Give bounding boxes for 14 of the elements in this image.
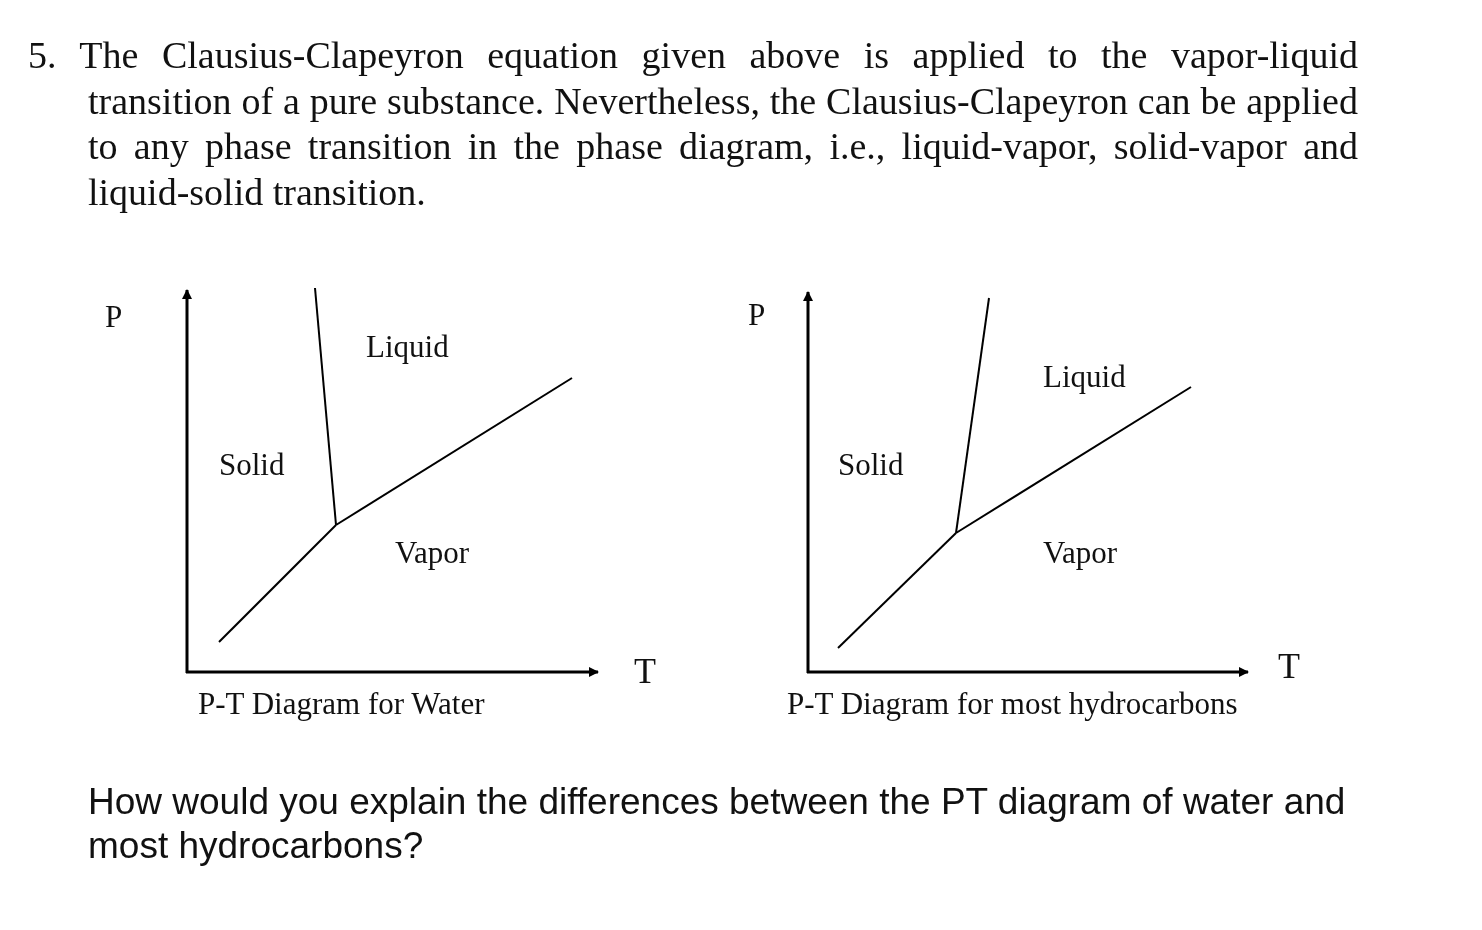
question-paragraph: 5. The Clausius-Clapeyron equation given above is applied to the vapor-liquid transition of a pure substance. Nevertheless, the Clausius-Clapeyron can be applied to any phase transition in the phase diagram, i.e., liquid-vapor, solid-vapor and liquid-solid transition. [28,33,1358,215]
region-label: Liquid [366,328,449,366]
region-label: Solid [219,446,285,484]
region-label: Liquid [1043,358,1126,396]
region-label: Vapor [1043,534,1118,572]
region-label: Vapor [395,534,470,572]
diagram-caption: P-T Diagram for Water [198,685,485,723]
axis-label: T [1278,645,1300,688]
axis-label: T [634,650,656,693]
axis-label: P [105,298,123,336]
region-label: Solid [838,446,904,484]
question-text: How would you explain the differences between the PT diagram of water and most hydrocarbons? [88,780,1347,869]
diagram-caption: P-T Diagram for most hydrocarbons [787,685,1238,723]
axis-label: P [748,296,766,334]
